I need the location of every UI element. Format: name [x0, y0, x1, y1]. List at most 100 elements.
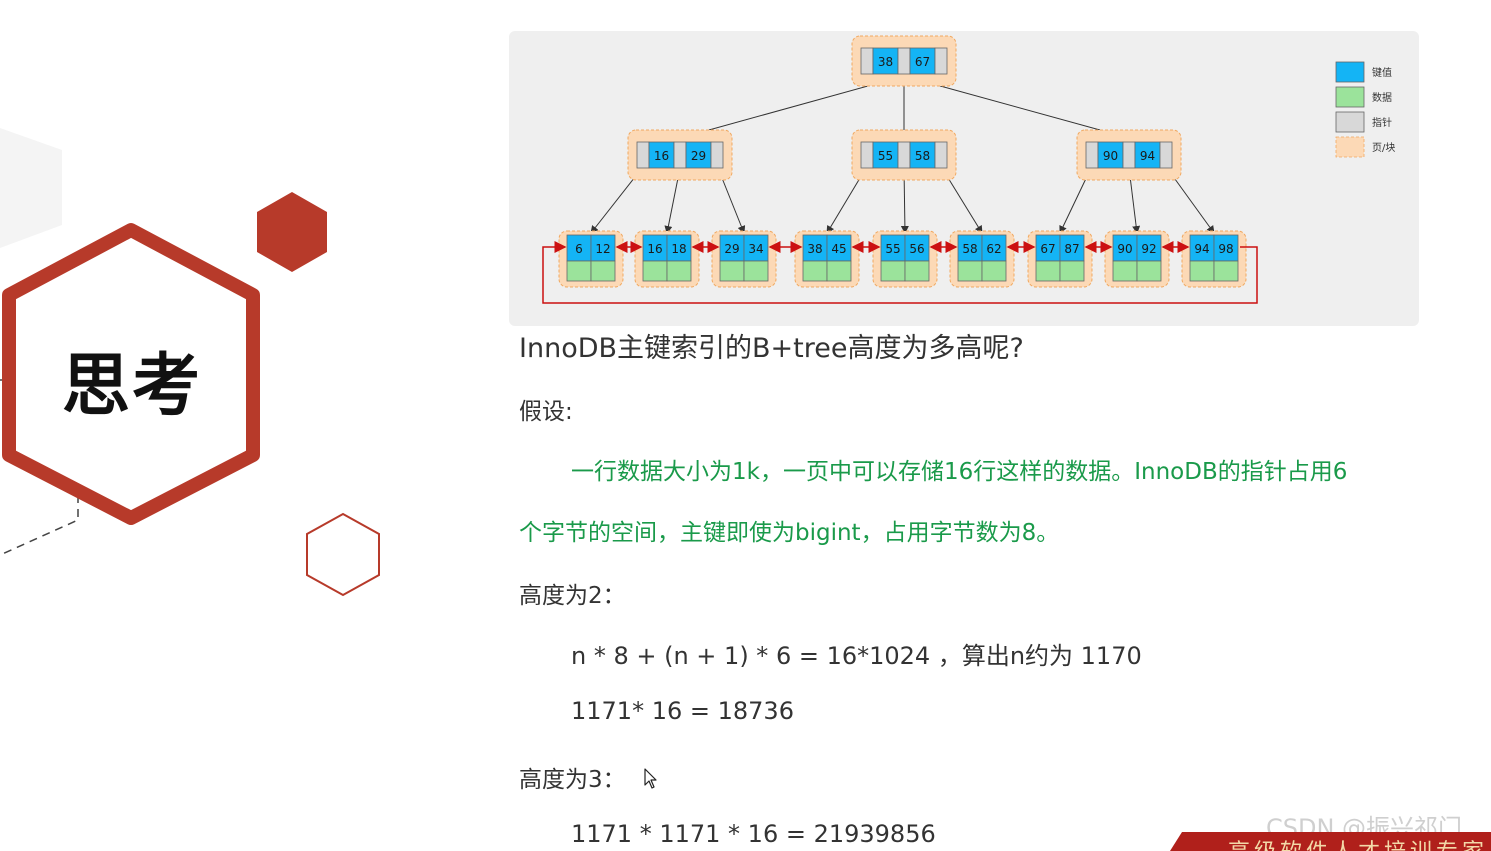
internal-node-key-label: 58 — [915, 149, 930, 163]
leaf-node-key — [1213, 234, 1239, 262]
internal-node-pointer — [860, 141, 874, 169]
leaf-node-key — [566, 234, 592, 262]
internal-node-key-label: 16 — [654, 149, 669, 163]
root-node-pointer — [934, 47, 948, 75]
large-hexagon-frame — [2, 223, 260, 525]
legend-swatch — [1335, 61, 1365, 83]
leaf-node-data — [1035, 260, 1061, 282]
tree-edge — [903, 75, 1130, 140]
leaf-node-key — [1112, 234, 1138, 262]
internal-node-pointer — [897, 141, 911, 169]
assumption-line-1: 一行数据大小为1k，一页中可以存储16行这样的数据。InnoDB的指针占用6 — [571, 459, 1348, 485]
internal-node-pointer — [673, 141, 687, 169]
root-node-pointer — [860, 47, 874, 75]
leaf-node-data — [719, 260, 745, 282]
legend-label: 键值 — [1372, 66, 1392, 79]
root-node-pointer — [897, 47, 911, 75]
internal-node-key-label: 94 — [1140, 149, 1155, 163]
tree-edge — [679, 75, 905, 140]
leaf-node-key-label: 12 — [595, 242, 610, 256]
leaf-node-data — [590, 260, 616, 282]
leaf-node-key-label: 62 — [986, 242, 1001, 256]
leaf-node-key-label: 87 — [1064, 242, 1079, 256]
leaf-node-key-label: 18 — [671, 242, 686, 256]
leaf-node-key — [981, 234, 1007, 262]
internal-node-key — [872, 141, 899, 169]
leaf-node-key-label: 6 — [575, 242, 583, 256]
leaf-node-data — [802, 260, 828, 282]
small-outline-hexagon — [306, 512, 380, 597]
internal-node-pointer — [636, 141, 650, 169]
slide-title: 思考 — [62, 346, 203, 426]
dashed-connector-line — [0, 495, 79, 556]
legend-swatch — [1335, 86, 1365, 108]
leaf-node-data — [666, 260, 692, 282]
internal-node-key — [1097, 141, 1124, 169]
internal-node-pointer — [1159, 141, 1173, 169]
leaf-node-key-label: 29 — [724, 242, 739, 256]
leaf-node-key — [880, 234, 906, 262]
mouse-cursor-icon — [644, 768, 657, 789]
leaf-node-data — [1136, 260, 1162, 282]
internal-node-pointer — [1122, 141, 1136, 169]
leaf-node-key — [826, 234, 852, 262]
leaf-node-key-label: 94 — [1194, 242, 1209, 256]
leaf-node-key-label: 45 — [831, 242, 846, 256]
question-text: InnoDB主键索引的B+tree高度为多高呢? — [519, 333, 1024, 364]
leaf-node-key-label: 67 — [1040, 242, 1055, 256]
leaf-node-key — [642, 234, 668, 262]
leaf-node-key-label: 38 — [807, 242, 822, 256]
internal-node-pointer — [934, 141, 948, 169]
small-filled-hexagon — [257, 192, 327, 272]
leaf-node-data — [826, 260, 852, 282]
leaf-node-key-label: 16 — [647, 242, 662, 256]
leaf-loop-link — [542, 241, 1258, 304]
leaf-node-data — [1189, 260, 1215, 282]
leaf-node-key-label: 58 — [962, 242, 977, 256]
leaf-node-data — [642, 260, 668, 282]
leaf-node-key — [743, 234, 769, 262]
leaf-node-data — [904, 260, 930, 282]
leaf-node-data — [1213, 260, 1239, 282]
internal-node-key-label: 90 — [1103, 149, 1118, 163]
leaf-node-data — [880, 260, 906, 282]
formula-height-3-total: 1171 * 1171 * 16 = 21939856 — [571, 820, 936, 848]
leaf-node-key-label: 56 — [909, 242, 924, 256]
root-node-key-label: 38 — [878, 55, 893, 69]
legend-swatch — [1335, 111, 1365, 133]
root-node-key — [872, 47, 899, 75]
formula-height-2-total: 1171* 16 = 18736 — [571, 697, 794, 725]
leaf-node-key-label: 90 — [1117, 242, 1132, 256]
leaf-node-key-label: 55 — [885, 242, 900, 256]
leaf-node-key-label: 34 — [748, 242, 763, 256]
leaf-node-data — [1112, 260, 1138, 282]
banner-text: 高级软件人才培训专家 — [1228, 834, 1488, 851]
decorative-hexagons — [0, 128, 380, 597]
leaf-node-key — [1035, 234, 1061, 262]
bottom-banner: 高级软件人才培训专家 — [1170, 832, 1491, 851]
leaf-node-key — [904, 234, 930, 262]
banner-background — [1170, 832, 1491, 851]
root-node-key-label: 67 — [915, 55, 930, 69]
leaf-node-data — [981, 260, 1007, 282]
leaf-node-key-label: 92 — [1141, 242, 1156, 256]
assumption-label: 假设: — [519, 399, 573, 425]
leaf-node-data — [957, 260, 983, 282]
height-2-label: 高度为2： — [519, 583, 626, 609]
leaf-node-key — [590, 234, 616, 262]
leaf-node-data — [566, 260, 592, 282]
internal-node-key — [685, 141, 712, 169]
legend-label: 数据 — [1372, 91, 1392, 104]
formula-height-2-n: n * 8 + (n + 1) * 6 = 16*1024 ，算出n约为 117… — [571, 642, 1142, 670]
leaf-node-data — [1059, 260, 1085, 282]
leaf-node-key — [957, 234, 983, 262]
assumption-line-2: 个字节的空间，主键即使为bigint，占用字节数为8。 — [519, 520, 1060, 546]
internal-node-pointer — [710, 141, 724, 169]
leaf-node-data — [743, 260, 769, 282]
legend-label: 页/块 — [1372, 142, 1395, 154]
internal-node-pointer — [1085, 141, 1099, 169]
legend-label: 指针 — [1372, 116, 1392, 129]
internal-node-key — [648, 141, 675, 169]
